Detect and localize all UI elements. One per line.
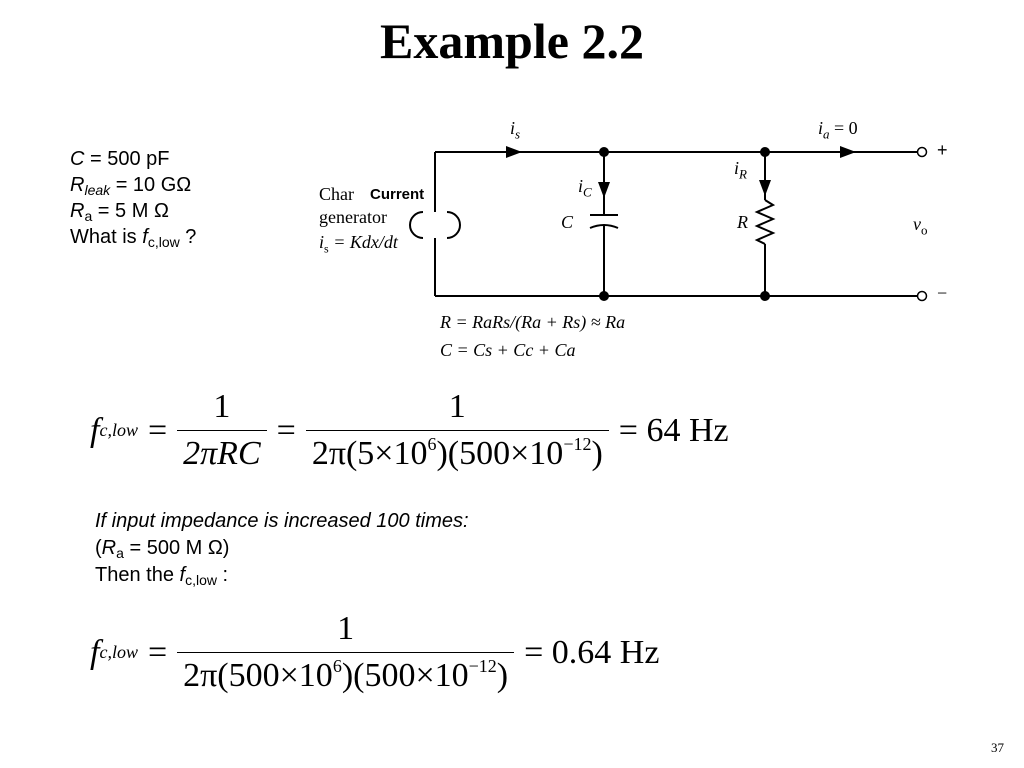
capacitor-label: C: [561, 212, 574, 232]
minus-sign: −: [937, 283, 948, 303]
plus-sign: +: [937, 140, 948, 160]
param-rleak: Rleak = 10 GΩ: [70, 174, 192, 198]
arrow-ia-icon: [840, 146, 856, 158]
junction-dot: [760, 147, 770, 157]
arrow-is-icon: [506, 146, 522, 158]
current-source-icon: [446, 211, 461, 239]
parameter-list: C = 500 pF Rleak = 10 GΩ Ra = 5 M Ω What…: [70, 146, 196, 250]
slide-title: Example 2.2: [380, 13, 644, 69]
source-label-line2: generator: [319, 207, 387, 227]
circuit-diagram: [409, 146, 928, 302]
question: What is fc,low ?: [70, 226, 197, 250]
param-ra: Ra = 5 M Ω: [70, 200, 169, 224]
current-ir-label: iR: [734, 158, 747, 182]
arrow-ic-icon: [598, 182, 610, 198]
result-64hz: = 64 Hz: [618, 411, 729, 449]
source-label-line1: Char: [319, 184, 354, 204]
current-is-label: is: [510, 118, 521, 142]
junction-dot: [760, 291, 770, 301]
note-text: If input impedance is increased 100 time…: [95, 510, 469, 588]
output-terminal-minus: [916, 290, 928, 302]
junction-dot: [599, 147, 609, 157]
equation-c: C = Cs + Cc + Ca: [440, 340, 576, 360]
current-ic-label: iC: [578, 176, 592, 200]
fraction-numeric-2: 1 2π(500×106)(500×10−12): [177, 610, 515, 695]
param-capacitance: C = 500 pF: [70, 148, 170, 170]
resistor-label: R: [737, 212, 748, 232]
current-overlay-label: Current: [368, 186, 427, 203]
junction-dot: [599, 291, 609, 301]
output-terminal-plus: [916, 146, 928, 158]
result-064hz: = 0.64 Hz: [524, 633, 660, 671]
source-label-line3: is = Kdx/dt: [319, 232, 398, 256]
capacitor-plate-bottom: [589, 224, 619, 229]
page-number: 37: [991, 740, 1004, 755]
current-ia-label: ia = 0: [818, 118, 858, 142]
fraction-numeric: 1 2π(5×106)(500×10−12): [305, 388, 609, 473]
equation-r: R = RaRs/(Ra + Rs) ≈ Ra: [440, 312, 626, 332]
resistor-zigzag-icon: [754, 199, 776, 245]
output-voltage-label: vo: [913, 214, 928, 238]
fraction-1-over-2piRC: 1 2πRC: [177, 388, 267, 473]
arrow-ir-icon: [759, 180, 771, 196]
